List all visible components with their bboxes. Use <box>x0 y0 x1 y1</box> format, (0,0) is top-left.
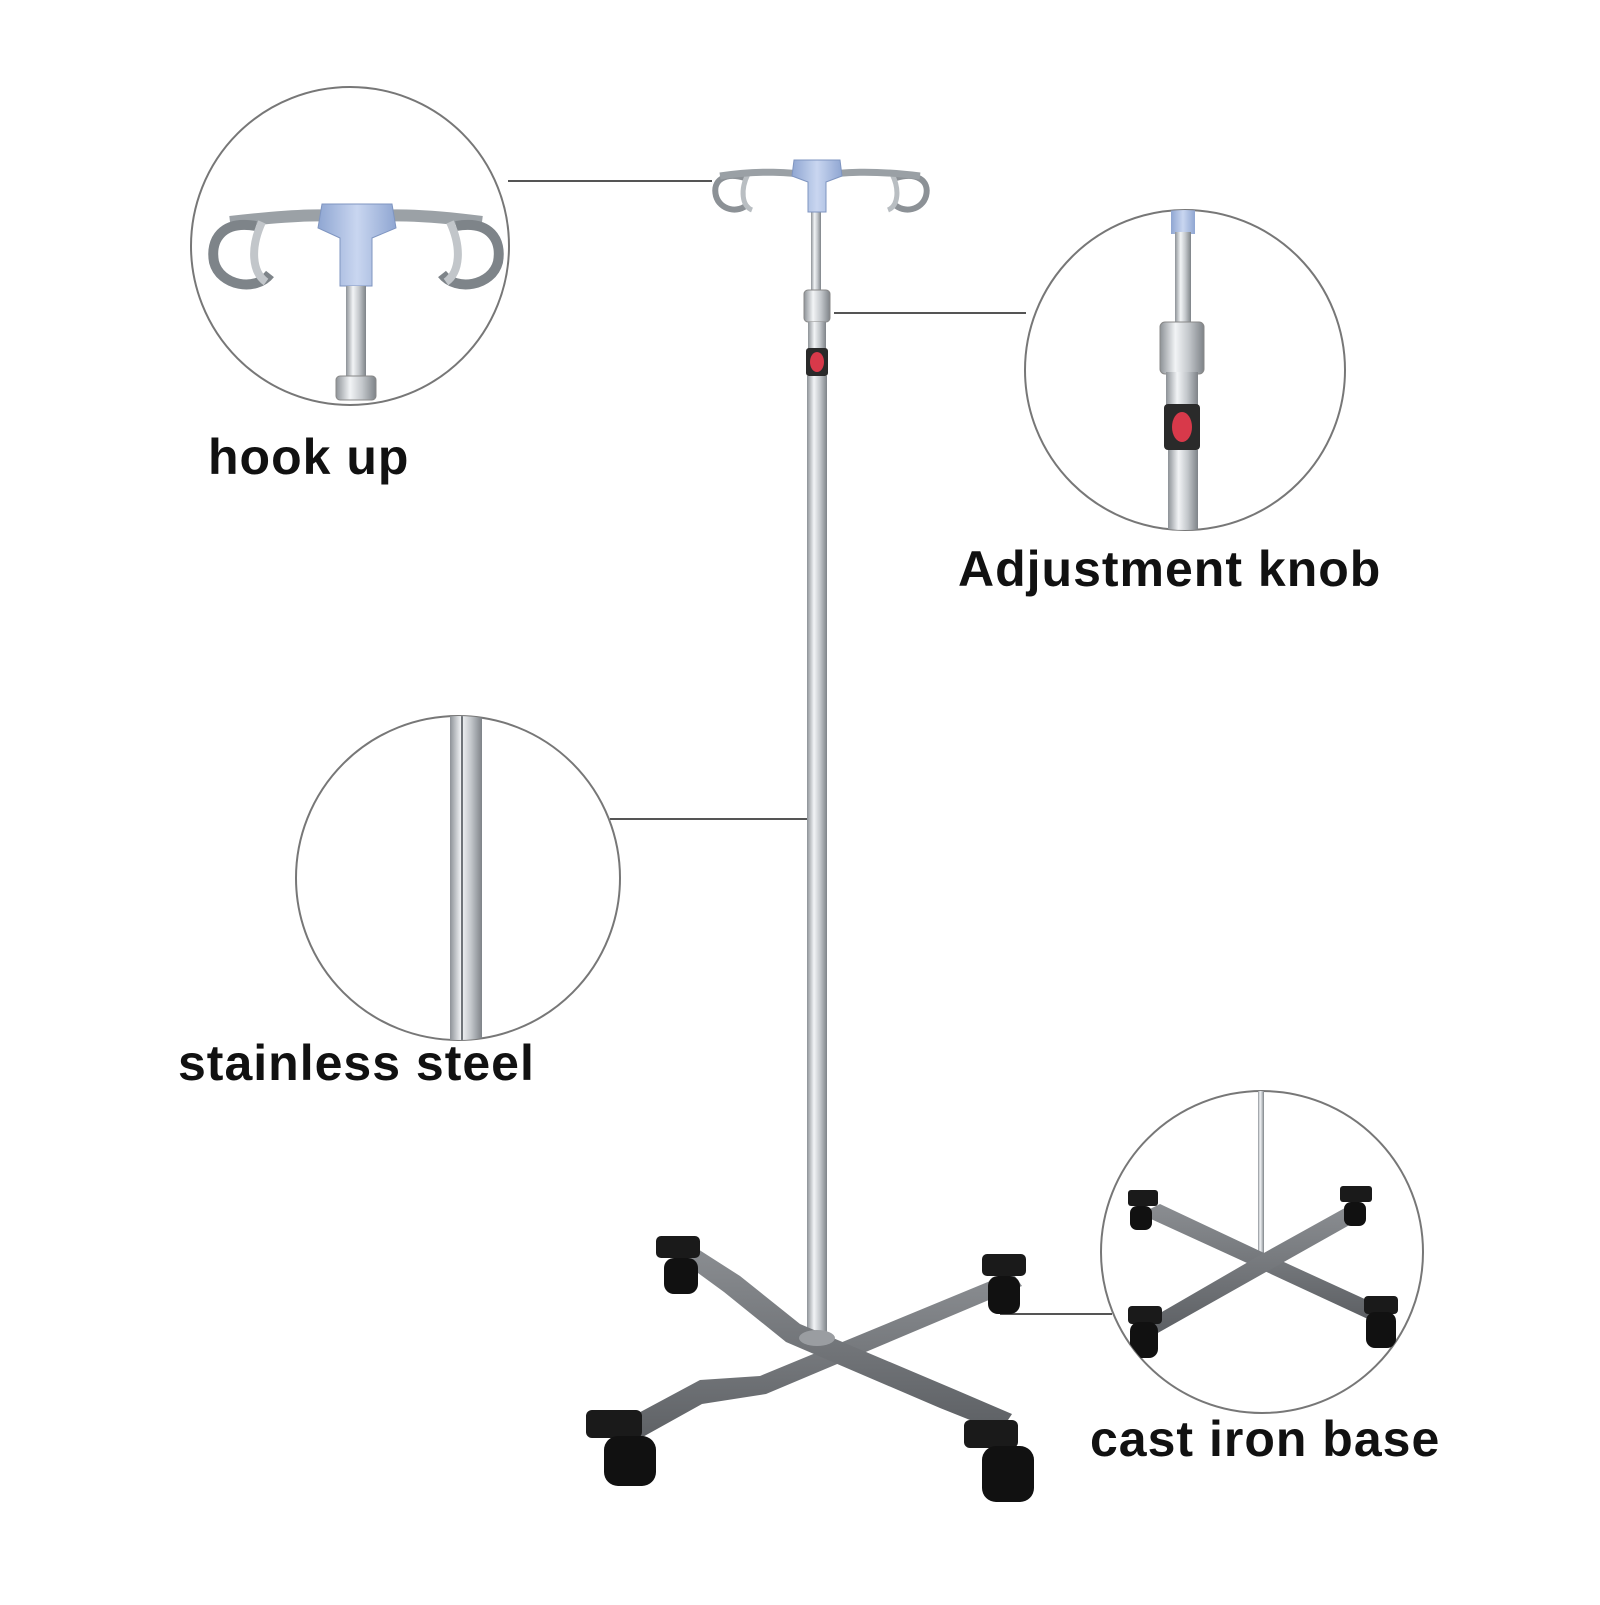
hook-up-label: hook up <box>208 429 410 485</box>
iv-pole <box>803 190 831 1336</box>
adjustment-knob-label: Adjustment knob <box>958 541 1382 597</box>
caster-front-right <box>964 1420 1034 1502</box>
knob-marker-zoom <box>1172 412 1192 442</box>
callout-lines <box>508 180 1112 1315</box>
knob-detail-circle <box>1024 209 1346 531</box>
caster-back-left <box>656 1236 700 1294</box>
base-detail-circle <box>1100 1090 1424 1414</box>
knob-marker <box>810 352 824 372</box>
stainless-steel-label: stainless steel <box>178 1035 535 1091</box>
hook-detail-circle <box>190 86 510 406</box>
hook-assembly <box>712 159 930 213</box>
caster-back-right <box>982 1254 1026 1314</box>
steel-detail-circle <box>295 715 621 1041</box>
cast-iron-base-label: cast iron base <box>1090 1411 1441 1467</box>
caster-front-left <box>586 1410 656 1486</box>
cast-iron-base <box>586 1236 1034 1502</box>
